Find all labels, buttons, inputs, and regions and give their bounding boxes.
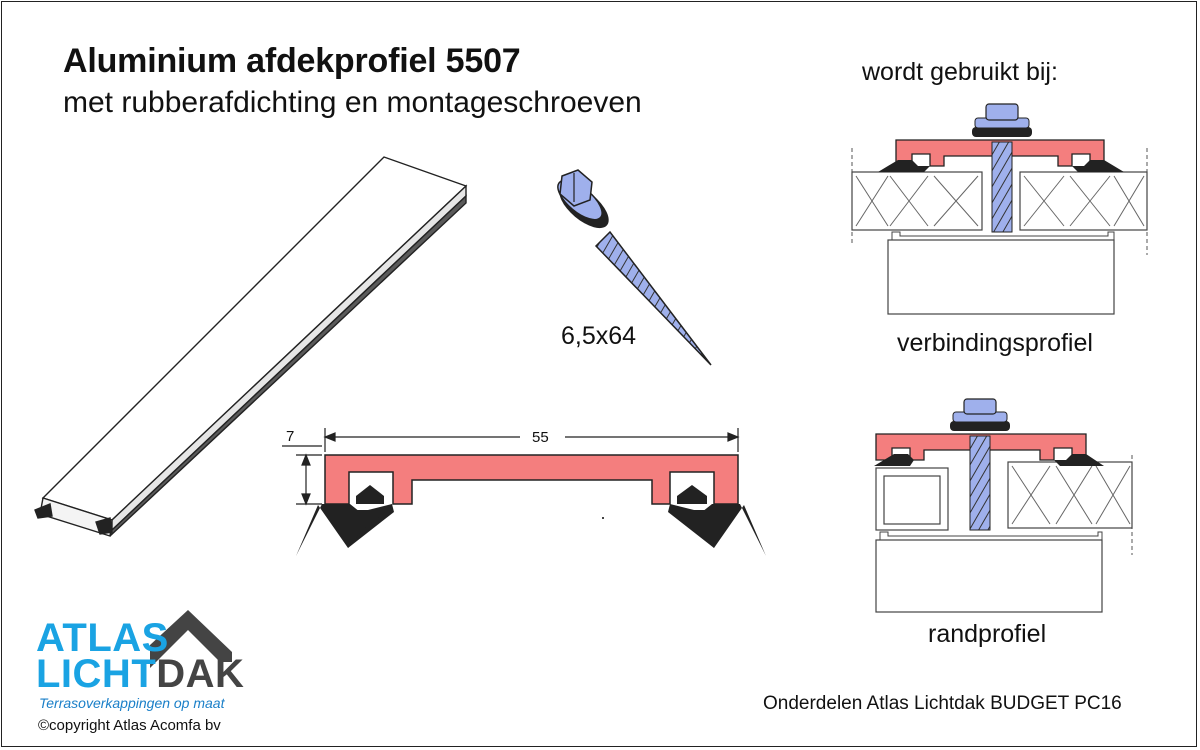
application-label-connection: verbindingsprofiel: [897, 329, 1093, 357]
page-title: Aluminium afdekprofiel 5507: [63, 42, 521, 80]
application-connection-profile: [851, 103, 1148, 315]
logo-roof-icon: [150, 610, 232, 668]
screw-size-label: 6,5x64: [561, 322, 637, 350]
profile-cross-section: [296, 454, 766, 556]
used-with-label: wordt gebruikt bij:: [862, 58, 1058, 86]
width-dimension-label: 55: [532, 429, 549, 446]
dimension-lines: [282, 428, 740, 506]
profile-3d-view: [34, 156, 468, 537]
logo-line-2: LICHTDAK: [36, 652, 244, 697]
height-dimension-label: 7: [286, 428, 294, 445]
application-edge-profile: [874, 398, 1133, 613]
screw-illustration: [557, 169, 712, 366]
logo-dak: DAK: [156, 652, 245, 696]
footer-text: Onderdelen Atlas Lichtdak BUDGET PC16: [763, 693, 1122, 714]
application-label-edge: randprofiel: [928, 620, 1047, 648]
logo-line-1: ATLAS: [36, 616, 169, 660]
page-subtitle: met rubberafdichting en montageschroeven: [63, 86, 642, 119]
logo-tagline: Terrasoverkappingen op maat: [39, 695, 225, 711]
copyright-text: ©copyright Atlas Acomfa bv: [38, 717, 221, 734]
logo-licht: LICHT: [36, 652, 157, 696]
